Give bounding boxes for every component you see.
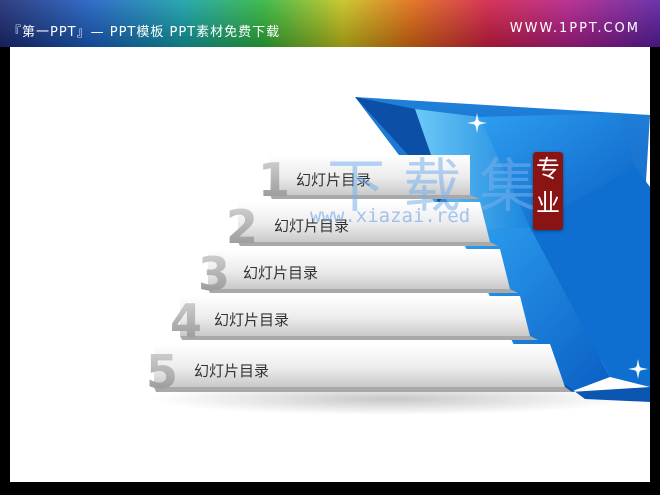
origami-fold-top <box>415 109 530 232</box>
step-4-label: 幻灯片目录 <box>214 311 290 329</box>
step-3-edge <box>208 289 518 293</box>
sparkle-icon <box>628 359 648 379</box>
seal-char-1: 专 <box>536 155 560 183</box>
header-bar: 『第一PPT』— PPT模板 PPT素材免费下载 WWW.1PPT.COM <box>0 0 660 47</box>
step-1-label: 幻灯片目录 <box>296 171 372 189</box>
step-4-bar[interactable] <box>180 296 530 336</box>
step-2-label: 幻灯片目录 <box>274 217 350 235</box>
sparkle-icon <box>467 113 487 133</box>
slide: 1 2 3 4 5 幻灯片目录 幻灯片目录 幻灯片目录 幻灯片目录 幻灯片目录 … <box>10 47 650 482</box>
step-4-edge <box>180 336 538 340</box>
step-1-bar[interactable] <box>270 155 470 195</box>
step-4-number: 4 <box>170 294 202 348</box>
bottom-border <box>0 482 660 495</box>
step-3-label: 幻灯片目录 <box>243 264 319 282</box>
step-5-label: 幻灯片目录 <box>194 362 270 380</box>
watermark-text: 下载集 <box>327 152 556 220</box>
origami-fold-left <box>355 97 458 232</box>
step-2-number: 2 <box>226 200 258 254</box>
watermark-seal: 专 业 <box>533 152 563 230</box>
origami-base <box>515 347 650 402</box>
step-1-number: 1 <box>258 153 290 207</box>
step-5-edge <box>154 387 572 392</box>
step-3-bar[interactable] <box>208 249 510 289</box>
step-2-bar[interactable] <box>238 202 490 242</box>
origami-stairs-graphic: 1 2 3 4 5 <box>146 97 650 415</box>
step-5-bar[interactable] <box>154 344 565 387</box>
watermark-url: www.xiazai.red <box>310 205 471 227</box>
step-1-edge <box>270 195 480 199</box>
step-3-number: 3 <box>198 247 230 301</box>
step-5-number: 5 <box>146 345 178 399</box>
step-2-edge <box>238 242 498 246</box>
seal-char-2: 业 <box>536 189 560 217</box>
site-url[interactable]: WWW.1PPT.COM <box>509 21 640 36</box>
site-title[interactable]: 『第一PPT』— PPT模板 PPT素材免费下载 <box>8 25 281 40</box>
